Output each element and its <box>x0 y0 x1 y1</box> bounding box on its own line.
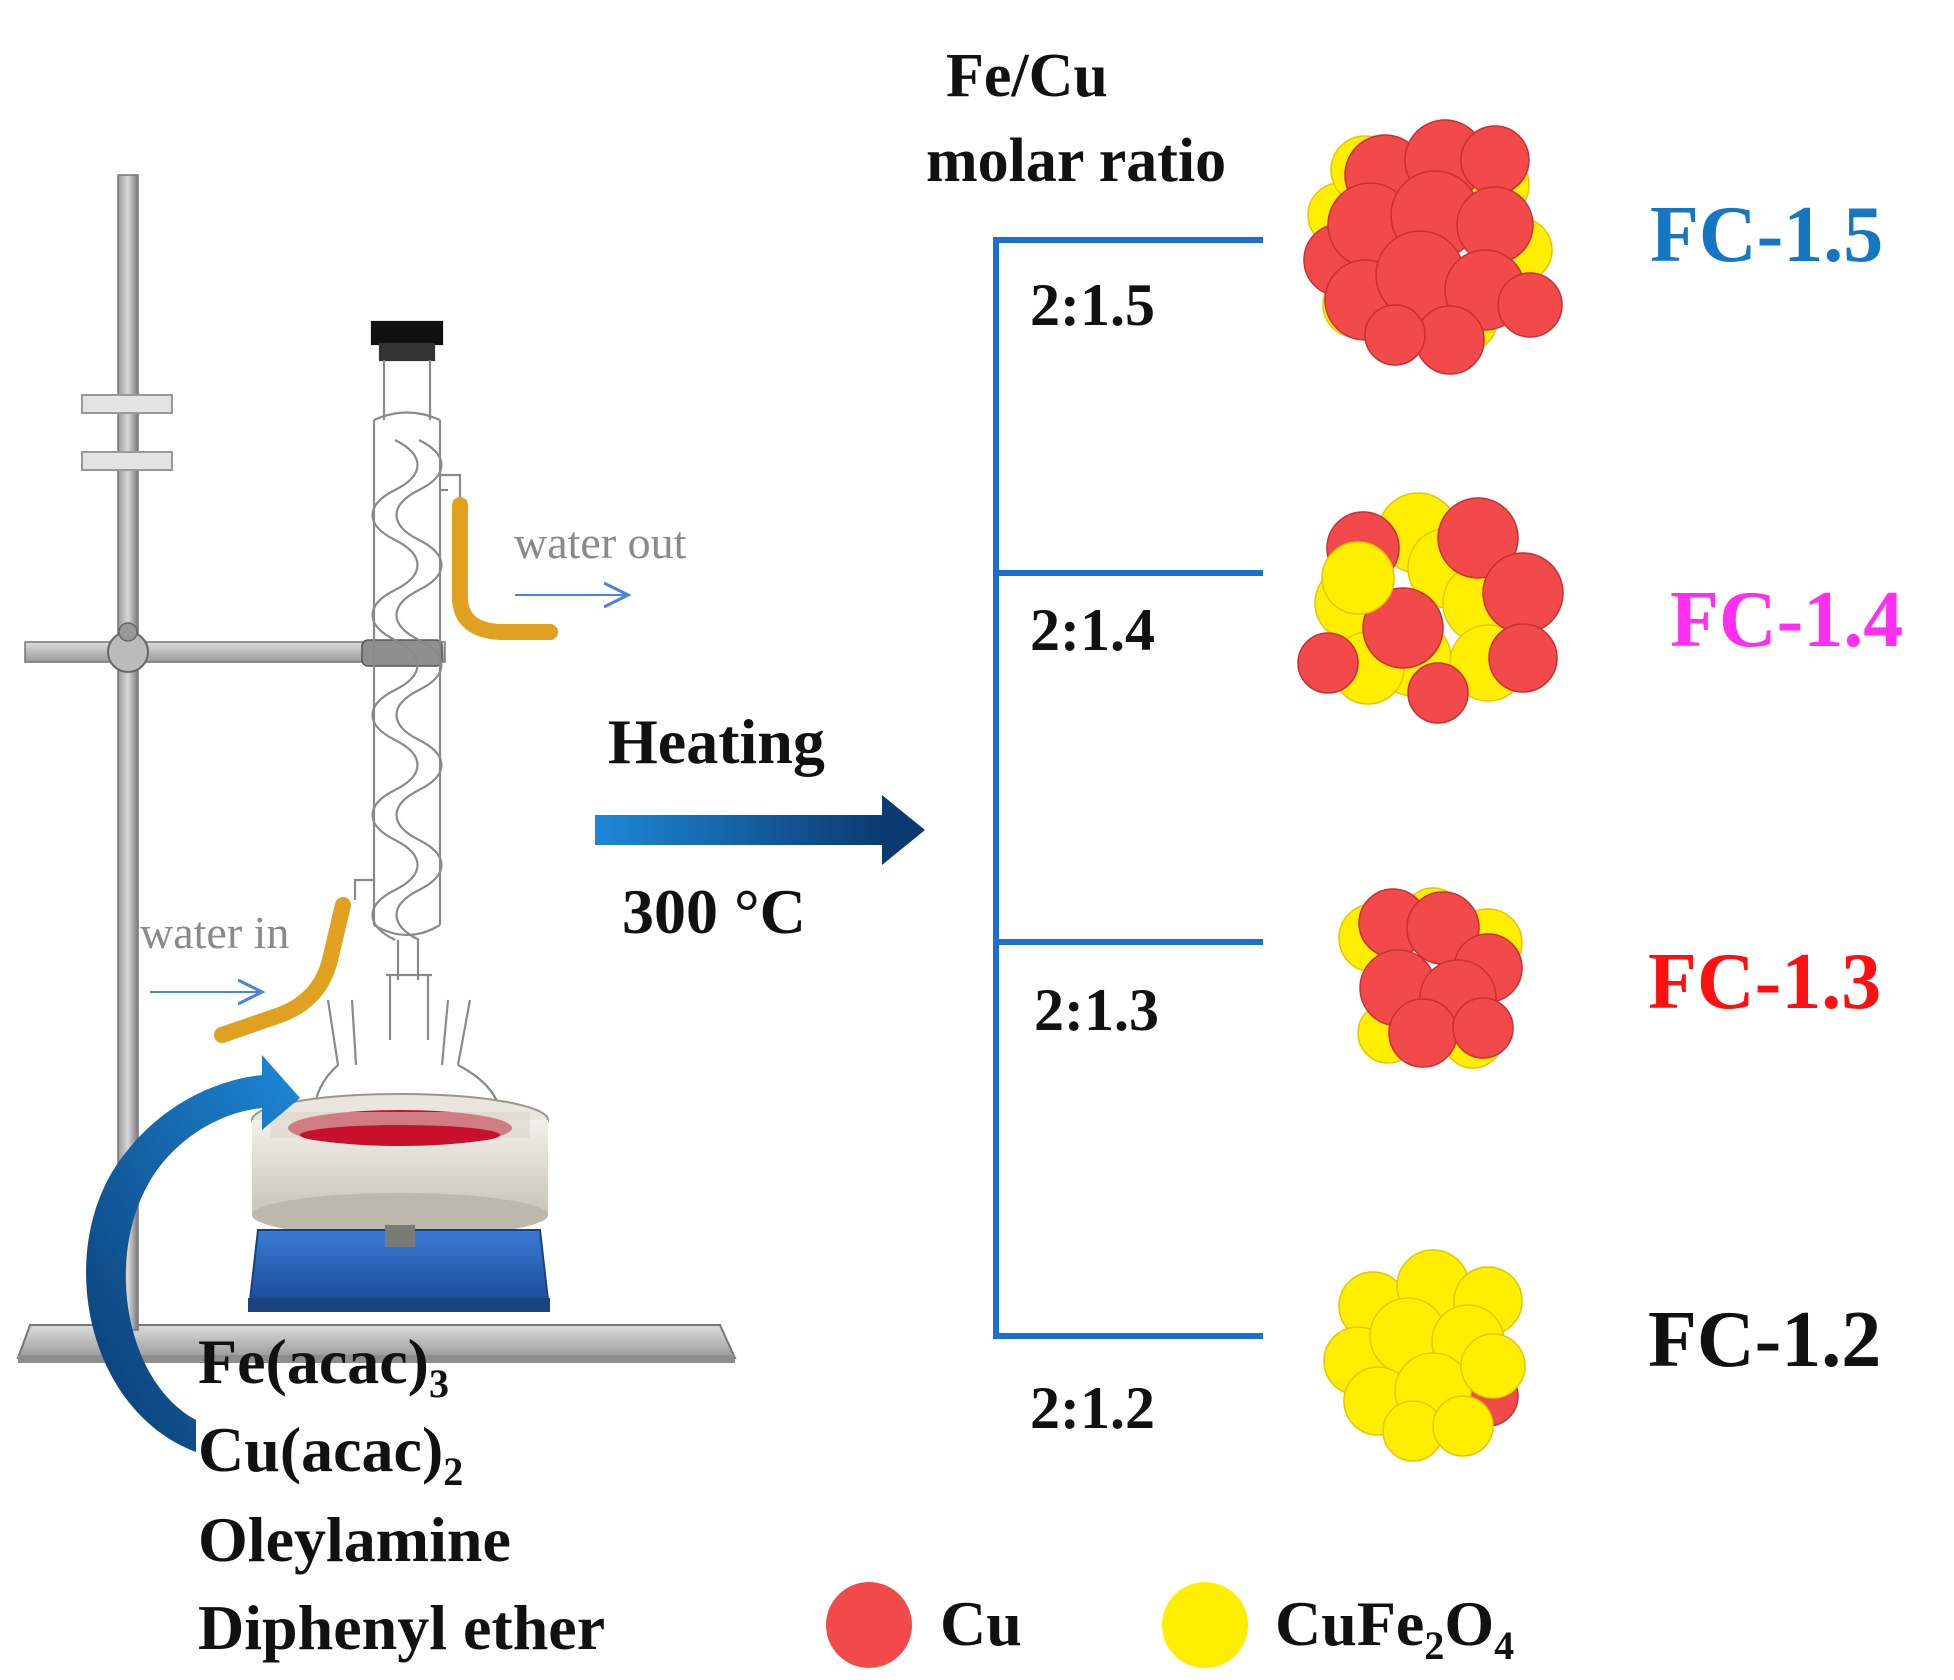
sample-label-4: FC-1.2 <box>1648 1296 1882 1384</box>
legend-cufe-swatch <box>1162 1582 1248 1668</box>
ratio-4: 2:1.2 <box>1030 1375 1155 1441</box>
ratio-branch-lines <box>993 237 1263 1339</box>
sample-label-1: FC-1.5 <box>1650 191 1884 279</box>
cu-sphere <box>1407 662 1469 724</box>
stand-base <box>16 1324 737 1363</box>
cluster-fc-1-4 <box>1297 492 1564 724</box>
cu-sphere <box>1452 997 1514 1059</box>
cu-sphere <box>1482 552 1564 634</box>
reflux-condenser <box>353 320 462 980</box>
reagent-2-sub: 2 <box>443 1448 464 1494</box>
reagent-1-sub: 3 <box>428 1360 449 1406</box>
sample-label-3: FC-1.3 <box>1648 938 1882 1026</box>
cu-sphere <box>1362 587 1444 669</box>
legend-cu-label: Cu <box>940 1588 1022 1659</box>
reagent-2: Cu(acac)2 <box>198 1418 463 1492</box>
legend-cufe-sub2: 4 <box>1494 1622 1515 1668</box>
legend-cufe-label: CuFe2O4 <box>1275 1592 1514 1666</box>
heating-mantle <box>251 1093 549 1237</box>
ratio-1: 2:1.5 <box>1030 272 1155 338</box>
cu-sphere <box>1388 998 1458 1068</box>
cu-sphere <box>1297 632 1359 694</box>
process-step: Heating <box>608 706 825 777</box>
reagent-3: Oleylamine <box>198 1504 511 1575</box>
rod-clamps <box>81 394 173 471</box>
ratio-3: 2:1.3 <box>1034 977 1159 1043</box>
cu-sphere <box>1488 623 1558 693</box>
heating-arrow <box>595 795 925 865</box>
header-line-1: Fe/Cu <box>946 42 1108 110</box>
cu-sphere <box>1497 272 1563 338</box>
cufe2o4-sphere <box>1460 1333 1526 1399</box>
sample-label-2: FC-1.4 <box>1670 576 1904 664</box>
cluster-fc-1-2 <box>1323 1249 1526 1462</box>
cluster-fc-1-3 <box>1338 887 1523 1069</box>
reagent-feed-arrow <box>86 1055 301 1452</box>
cu-sphere <box>1364 304 1426 366</box>
cufe2o4-sphere <box>1432 1395 1494 1457</box>
header-line-2: molar ratio <box>926 127 1227 195</box>
water-out-label: water out <box>514 517 687 568</box>
process-temp: 300 °C <box>622 876 806 947</box>
ratio-2: 2:1.4 <box>1030 597 1155 663</box>
reagent-1-main: Fe(acac) <box>198 1326 429 1397</box>
water-in-hose <box>214 897 351 1043</box>
reagent-4: Diphenyl ether <box>198 1592 606 1663</box>
clamp-arm <box>24 622 446 673</box>
legend-cufe-sub1: 2 <box>1424 1622 1445 1668</box>
legend-cu-swatch <box>826 1582 912 1668</box>
cufe2o4-sphere <box>1321 541 1395 615</box>
water-in-label: water in <box>140 907 290 958</box>
legend-cufe-main: CuFe <box>1275 1588 1425 1659</box>
cu-sphere <box>1415 305 1485 375</box>
cu-sphere <box>1460 125 1530 195</box>
reagent-2-main: Cu(acac) <box>198 1414 444 1485</box>
cluster-fc-1-5 <box>1303 119 1563 375</box>
reagent-1: Fe(acac)3 <box>198 1330 449 1404</box>
cu-sphere <box>1437 497 1519 579</box>
legend-cufe-mid: O <box>1444 1588 1495 1659</box>
water-out-hose <box>452 497 558 640</box>
magnetic-stirrer <box>248 1225 550 1312</box>
